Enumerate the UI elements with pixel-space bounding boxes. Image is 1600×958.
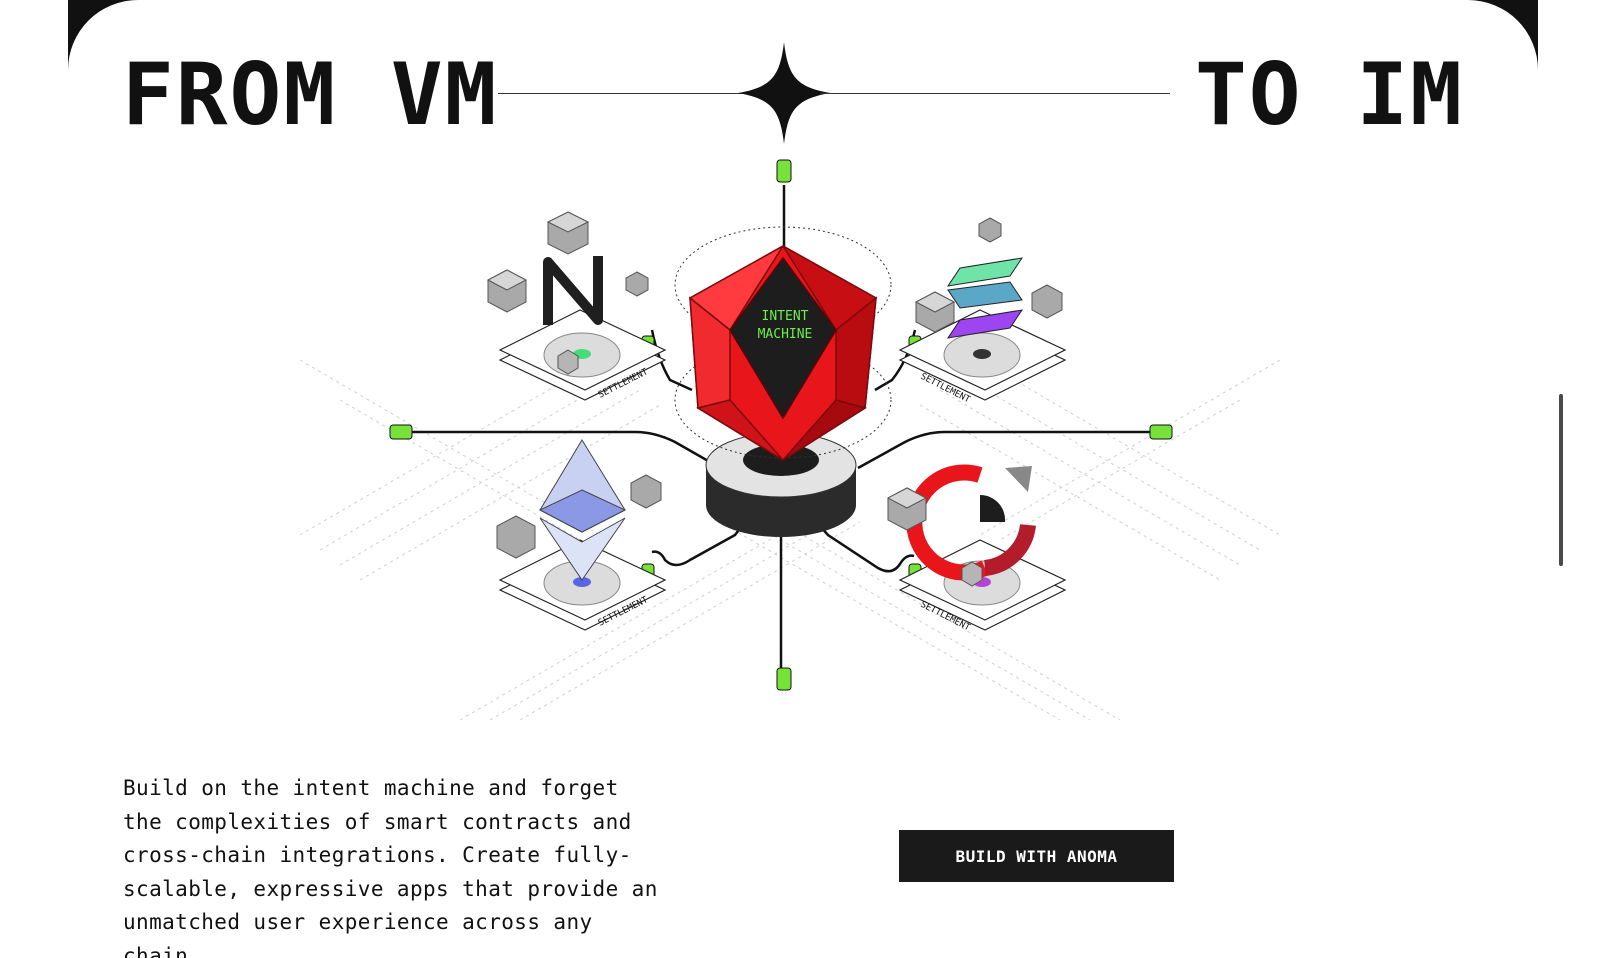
solana-marker (973, 349, 991, 359)
solana-logo-icon (946, 257, 1024, 339)
isometric-grid (299, 359, 1281, 721)
headline-from-vm: FROM VM (122, 45, 499, 145)
page-scrollbar-thumb[interactable] (1559, 394, 1563, 566)
ethereum-logo-icon (538, 439, 627, 581)
orbit-rings (674, 226, 892, 459)
sparkle-star-icon (738, 42, 830, 144)
intent-machine-crystal (688, 245, 878, 461)
intent-machine-base (705, 432, 857, 537)
headline-divider-left (498, 93, 748, 94)
frame-corner-right (1468, 0, 1538, 70)
near-logo-icon (543, 256, 603, 325)
headline-to-im: TO IM (1195, 45, 1464, 145)
build-with-anoma-button[interactable]: BUILD WITH ANOMA (899, 830, 1174, 882)
ethereum-marker (573, 577, 591, 587)
frame-corner-left (68, 0, 138, 70)
headline-divider-right (820, 93, 1170, 94)
intro-description: Build on the intent machine and forget t… (123, 776, 658, 958)
intent-machine-illustration: SETTLEMENT SETTLEMENT SETTLEMENT SETTLEM… (299, 159, 1281, 721)
core-label-line1: INTENT (762, 309, 809, 324)
cube-icon (486, 211, 1063, 587)
core-label-line2: MACHINE (758, 327, 813, 342)
